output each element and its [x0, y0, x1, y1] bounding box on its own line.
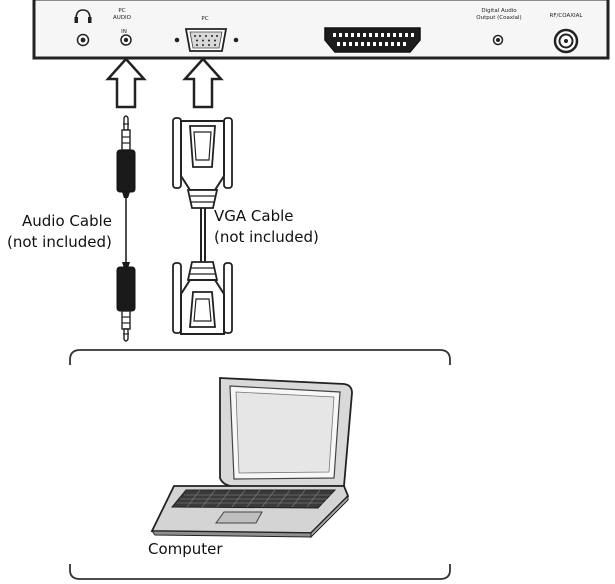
- headphone-icon: [74, 9, 92, 23]
- audio-jack-top: [116, 115, 136, 198]
- rf-label: RF/COAXIAL: [550, 13, 584, 19]
- audio-cable: [116, 115, 136, 342]
- vga-cable: [172, 117, 233, 335]
- vga-connector-bottom: [172, 261, 233, 335]
- audio-arrow: [105, 57, 147, 109]
- vga-arrow: [182, 57, 224, 109]
- computer-label: Computer: [148, 540, 223, 558]
- audio-cable-label: Audio Cable: [22, 212, 112, 230]
- scart-port: [324, 27, 421, 53]
- pc-audio-label-1: PC: [118, 8, 125, 14]
- vga-port: [174, 28, 239, 52]
- vga-connector-top: [172, 117, 233, 209]
- headphone-port: [76, 33, 90, 47]
- pc-audio-label-2: AUDIO: [113, 15, 132, 21]
- computer-bracket: [69, 349, 451, 580]
- pc-audio-in-port: [120, 34, 132, 46]
- digital-audio-label-1: Digital Audio: [481, 8, 517, 14]
- pc-port-label: PC: [201, 16, 208, 22]
- vga-cable-note: (not included): [214, 228, 319, 246]
- pc-audio-label-3: IN: [121, 29, 127, 35]
- rf-coaxial-port: [553, 28, 579, 54]
- tv-back-panel: PC AUDIO IN PC: [32, 0, 610, 60]
- digital-audio-label-2: Output (Coaxial): [476, 15, 521, 21]
- vga-cable-label: VGA Cable: [214, 207, 294, 225]
- audio-cable-note: (not included): [7, 233, 112, 251]
- digital-audio-port: [492, 34, 504, 46]
- laptop-icon: [150, 377, 353, 539]
- audio-jack-bottom: [116, 262, 136, 342]
